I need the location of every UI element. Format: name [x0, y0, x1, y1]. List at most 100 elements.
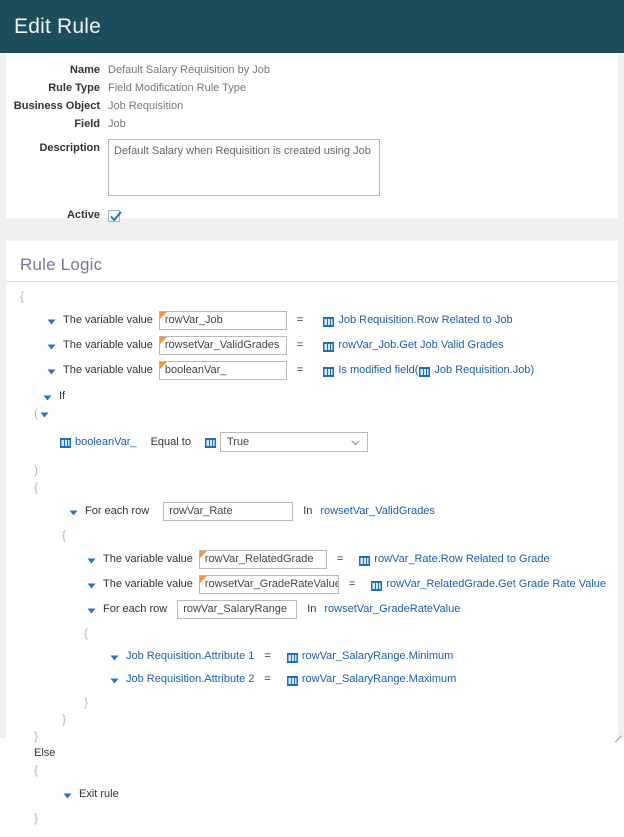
statement-var-boolean: The variable value booleanVar_ = Is modi…	[6, 361, 618, 380]
expand-triangle-icon[interactable]	[46, 316, 57, 327]
variable-icon	[371, 580, 383, 591]
rule-logic-title: Rule Logic	[20, 255, 103, 274]
expand-triangle-icon[interactable]	[46, 366, 57, 377]
expand-triangle-icon[interactable]	[42, 392, 53, 403]
statement-assign-attribute-2: Job Requisition.Attribute 2 = rowVar_Sal…	[6, 671, 618, 688]
assignment-target[interactable]: Job Requisition.Attribute 1	[126, 650, 255, 662]
equals-sign: =	[296, 339, 304, 351]
loop-variable-input-rowvar-rate[interactable]: rowVar_Rate	[163, 502, 294, 521]
detail-value-field: Job	[108, 118, 126, 130]
variable-icon	[419, 366, 431, 377]
detail-label-rule-type: Rule Type	[48, 82, 100, 94]
expression-text[interactable]: Job Requisition.Row Related to Job	[338, 314, 513, 326]
description-label: Description	[39, 142, 100, 154]
brace-open-then: {	[34, 480, 39, 494]
app-header: Edit Rule	[0, 0, 624, 53]
detail-row-name: Name Default Salary Requisition by Job	[6, 63, 618, 78]
detail-row-field: Field Job	[6, 117, 618, 132]
exit-rule-keyword[interactable]: Exit rule	[79, 788, 119, 800]
expand-triangle-icon[interactable]	[62, 790, 73, 801]
rule-logic-body: { The variable value rowVar_Job = Job Re…	[6, 282, 618, 837]
foreach-keyword: For each row	[85, 505, 150, 517]
expand-triangle-icon[interactable]	[86, 555, 97, 566]
statement-else: Else	[6, 745, 618, 762]
active-checkbox[interactable]	[108, 209, 122, 222]
statement-exit-rule: Exit rule	[6, 786, 618, 803]
expression-inner[interactable]: Job Requisition.Job	[434, 364, 531, 376]
loop-source-expression[interactable]: rowsetVar_ValidGrades	[320, 505, 435, 517]
loop-variable-input-rowvar-salaryrange[interactable]: rowVar_SalaryRange	[177, 600, 298, 619]
statement-keyword: The variable value	[63, 364, 153, 376]
variable-name-input-rowvar-job[interactable]: rowVar_Job	[158, 311, 287, 330]
statement-keyword: The variable value	[63, 314, 153, 326]
statement-keyword: The variable value	[63, 339, 153, 351]
detail-row-description: Description Default Salary when Requisit…	[6, 139, 622, 743]
condition-row: booleanVar_ Equal to True	[6, 432, 618, 452]
page-title: Edit Rule	[14, 14, 102, 38]
brace-open-foreach-salaryrange: {	[84, 626, 89, 640]
if-keyword: If	[59, 390, 66, 402]
open-paren: (	[34, 406, 38, 420]
expand-triangle-icon[interactable]	[86, 580, 97, 591]
expression-text[interactable]: rowVar_SalaryRange.Maximum	[301, 673, 457, 685]
detail-label-field: Field	[74, 118, 100, 130]
rule-logic-panel: Rule Logic { The variable value rowVar_J…	[6, 241, 618, 837]
loop-source-expression[interactable]: rowsetVar_GradeRateValue	[324, 603, 461, 615]
variable-name-input-rowsetvar-validgrades[interactable]: rowsetVar_ValidGrades	[158, 336, 287, 355]
brace-open-if-condition: (	[6, 405, 618, 422]
variable-name-input-rowvar-relatedgrade[interactable]: rowVar_RelatedGrade	[198, 550, 327, 569]
detail-row-rule-type: Rule Type Field Modification Rule Type	[6, 81, 618, 96]
variable-icon	[359, 555, 371, 566]
expand-triangle-icon[interactable]	[86, 605, 97, 616]
equals-sign: =	[264, 673, 271, 685]
brace-open-root: {	[20, 289, 25, 303]
brace-open-else: {	[34, 763, 39, 777]
statement-foreach-salaryrange: For each row rowVar_SalaryRange In rowse…	[6, 600, 618, 619]
expand-triangle-icon[interactable]	[39, 409, 50, 420]
statement-var-graderatevalue: The variable value rowsetVar_GradeRateVa…	[6, 575, 618, 594]
expression-text[interactable]: rowVar_RelatedGrade.Get Grade Rate Value	[386, 578, 607, 590]
condition-operator: Equal to	[150, 435, 191, 448]
variable-icon	[323, 341, 335, 352]
brace-open-foreach-rate: {	[62, 528, 67, 542]
equals-sign: =	[264, 650, 271, 662]
expand-triangle-icon[interactable]	[109, 675, 120, 686]
close-paren: )	[34, 463, 38, 477]
brace-close-else: }	[34, 811, 39, 825]
assignment-target[interactable]: Job Requisition.Attribute 2	[126, 673, 255, 685]
condition-value-dropdown[interactable]: True	[219, 432, 368, 452]
detail-value-name: Default Salary Requisition by Job	[108, 64, 271, 76]
equals-sign: =	[348, 578, 356, 590]
statement-if: If	[6, 388, 618, 405]
expression-prefix[interactable]: Is modified field(	[338, 364, 419, 376]
variable-name-input-booleanvar[interactable]: booleanVar_	[158, 361, 287, 380]
variable-icon	[286, 652, 298, 663]
detail-label-name: Name	[70, 64, 100, 76]
expression-text[interactable]: rowVar_Rate.Row Related to Grade	[374, 553, 550, 565]
detail-value-business-object: Job Requisition	[108, 100, 184, 112]
statement-foreach-rate: For each row rowVar_Rate In rowsetVar_Va…	[6, 502, 618, 521]
expression-text[interactable]: rowVar_Job.Get Job Valid Grades	[338, 339, 504, 351]
expand-triangle-icon[interactable]	[46, 341, 57, 352]
expression-suffix: )	[530, 364, 535, 376]
description-textarea[interactable]: Default Salary when Requisition is creat…	[108, 139, 380, 196]
variable-icon	[204, 438, 216, 448]
variable-icon	[286, 675, 298, 686]
else-keyword: Else	[34, 747, 56, 759]
expand-triangle-icon[interactable]	[68, 507, 79, 518]
variable-icon	[323, 316, 335, 327]
statement-var-job: The variable value rowVar_Job = Job Requ…	[6, 311, 618, 330]
variable-icon	[60, 438, 71, 448]
equals-sign: =	[336, 553, 344, 565]
variable-name-input-rowsetvar-graderatevalue[interactable]: rowsetVar_GradeRateValue	[198, 575, 339, 594]
rule-details-panel: Name Default Salary Requisition by Job R…	[6, 53, 622, 743]
paren-close-if-condition: )	[6, 462, 618, 479]
active-label: Active	[66, 209, 100, 221]
statement-keyword: The variable value	[103, 578, 193, 590]
detail-row-active: Active	[6, 208, 618, 223]
detail-row-business-object: Business Object Job Requisition	[6, 99, 618, 114]
expand-triangle-icon[interactable]	[109, 652, 120, 663]
condition-left-operand[interactable]: booleanVar_	[75, 435, 137, 448]
expression-text[interactable]: rowVar_SalaryRange.Minimum	[301, 650, 454, 662]
equals-sign: =	[296, 364, 304, 376]
